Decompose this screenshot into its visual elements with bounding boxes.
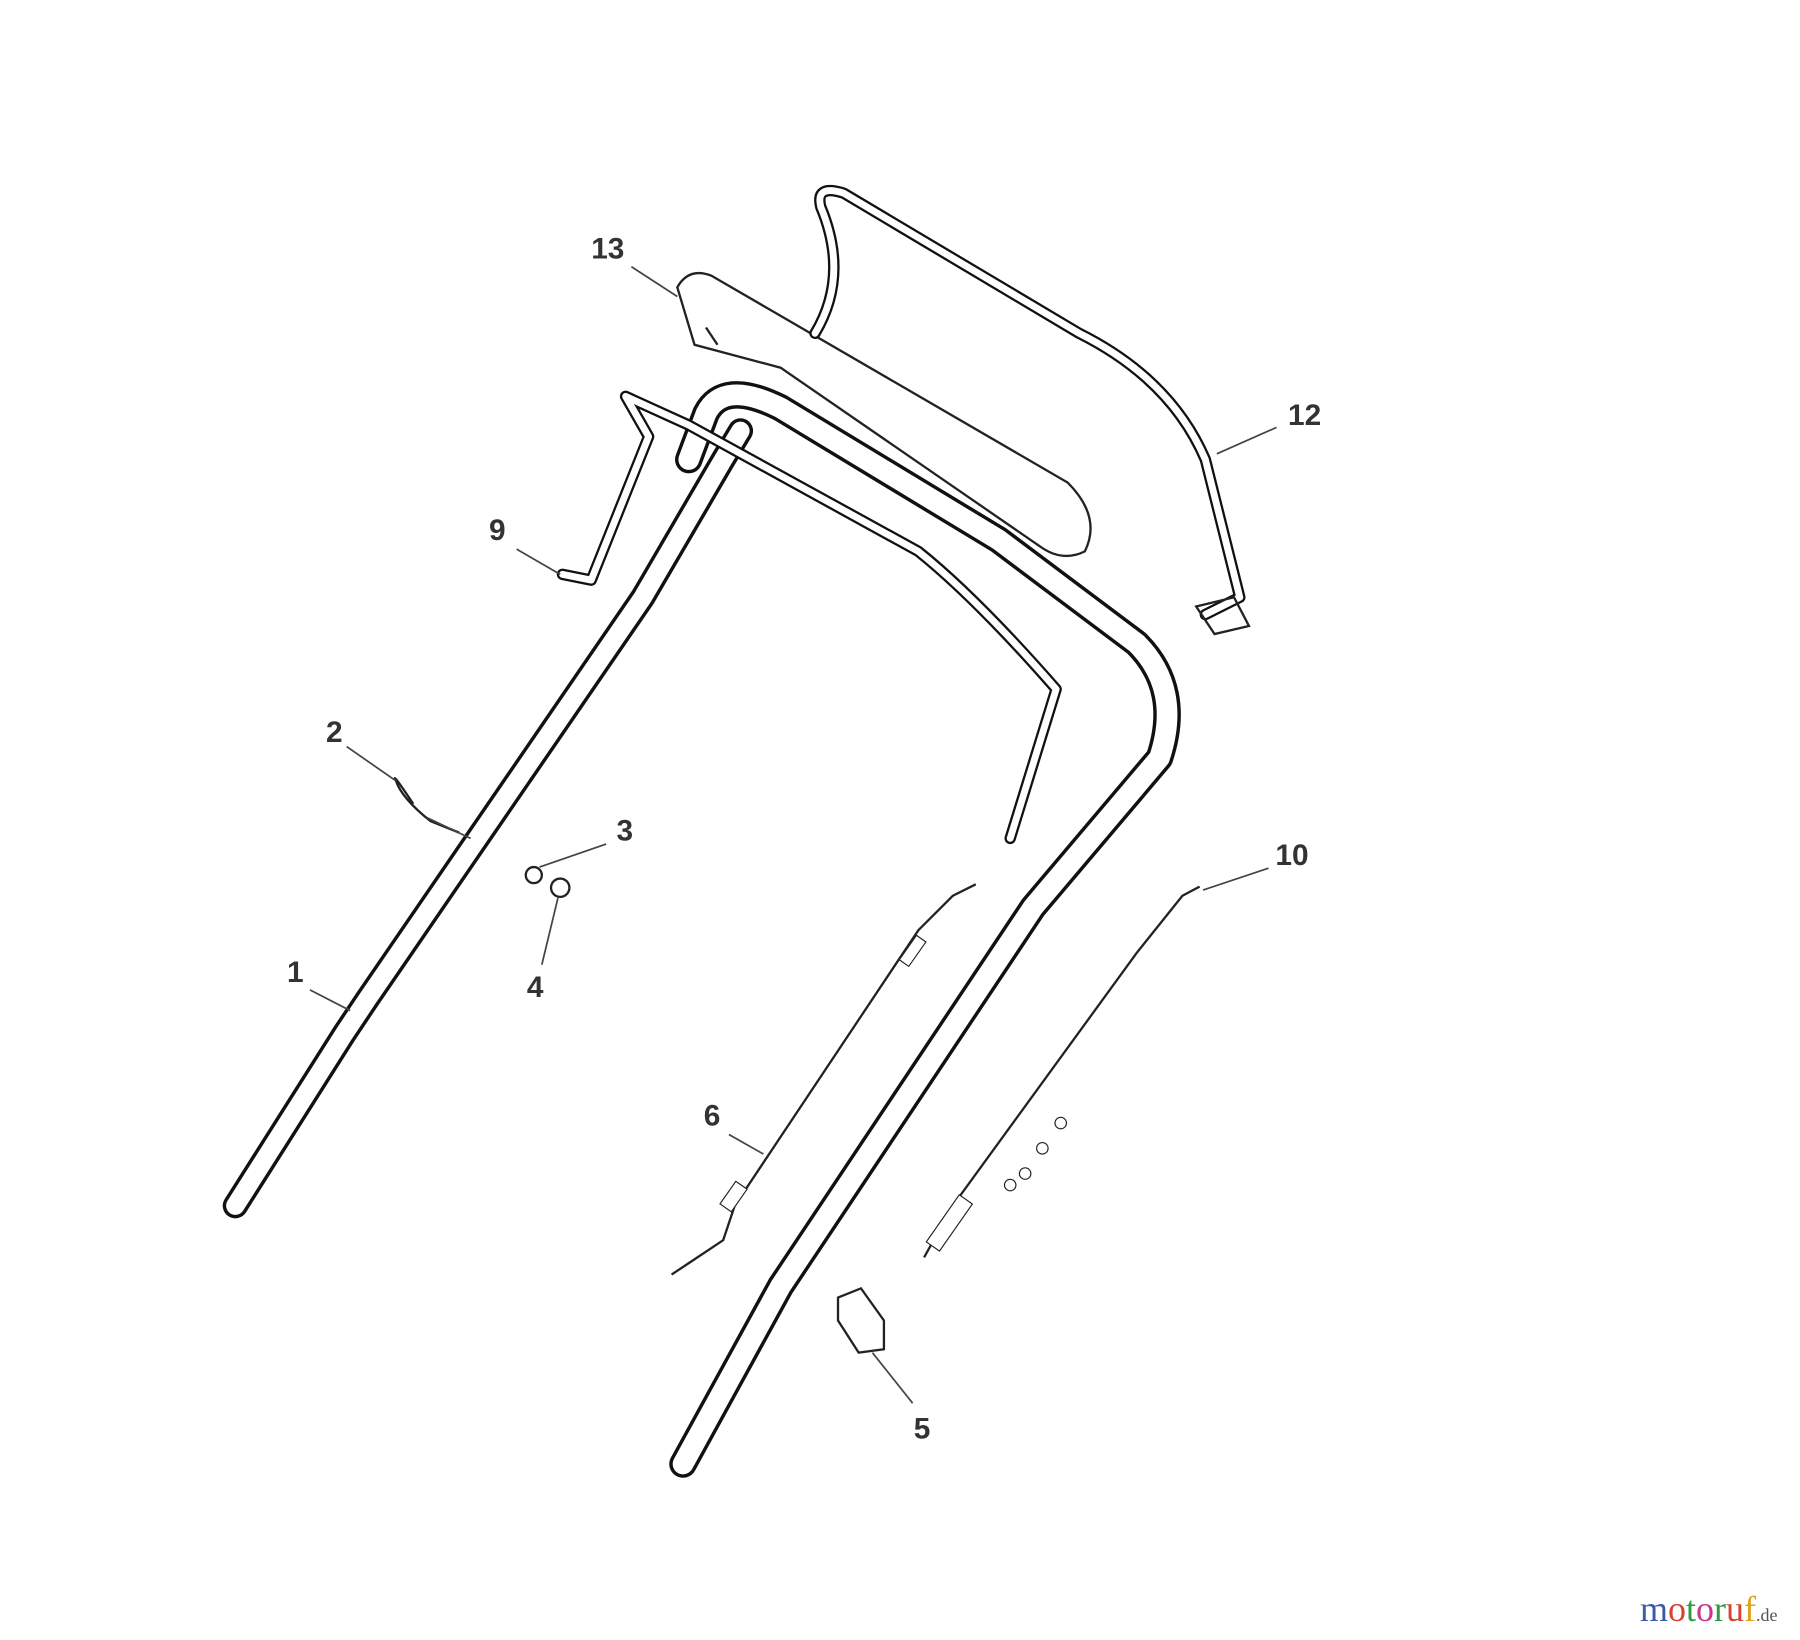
label-12: 12 xyxy=(1288,399,1321,432)
motoruf-logo: motoruf.de xyxy=(1640,1588,1778,1630)
label-3: 3 xyxy=(616,815,633,848)
label-10: 10 xyxy=(1275,839,1308,872)
label-2: 2 xyxy=(326,716,343,749)
logo-letter: u xyxy=(1726,1589,1745,1629)
logo-letter: o xyxy=(1696,1589,1715,1629)
lower-handle-part-1 xyxy=(222,418,754,1219)
logo-letter: r xyxy=(1714,1589,1727,1629)
label-6: 6 xyxy=(704,1099,721,1132)
grip-part-13 xyxy=(676,271,1092,558)
logo-text: motoruf xyxy=(1640,1589,1756,1629)
label-1: 1 xyxy=(287,956,304,989)
hook-part-2 xyxy=(393,776,460,834)
drive-bail-part-12 xyxy=(809,184,1251,636)
cable-part-10 xyxy=(923,885,1201,1258)
label-4: 4 xyxy=(527,971,544,1004)
label-13: 13 xyxy=(591,233,624,266)
nut-part-4 xyxy=(549,877,571,899)
upper-handle xyxy=(669,381,1181,1478)
clip-part-5 xyxy=(836,1286,886,1354)
logo-letter: f xyxy=(1744,1589,1757,1629)
logo-letter: o xyxy=(1668,1589,1687,1629)
logo-letter: t xyxy=(1686,1589,1697,1629)
washer-part-3 xyxy=(524,865,543,885)
label-5: 5 xyxy=(914,1413,931,1446)
cable-part-6 xyxy=(670,883,977,1276)
label-9: 9 xyxy=(489,514,506,547)
logo-letter: m xyxy=(1640,1589,1669,1629)
bail-bar-part-9 xyxy=(556,390,1062,845)
logo-suffix: .de xyxy=(1756,1605,1778,1625)
